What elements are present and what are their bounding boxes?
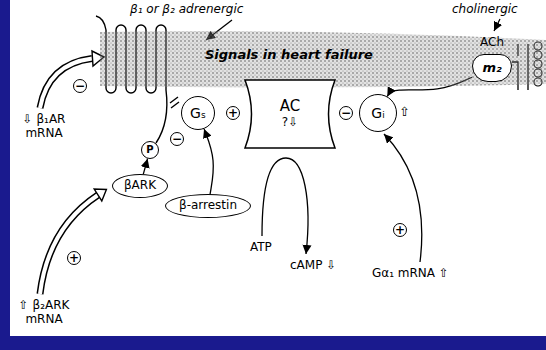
protein-name: βARK [124, 179, 156, 193]
g-protein-name: Gₛ [190, 105, 206, 121]
sign-symbol: + [393, 223, 407, 237]
enzyme-name: AC [280, 98, 300, 115]
open-arrow [40, 51, 104, 108]
sign-symbol: − [170, 132, 184, 146]
arrestin-ellipse: β-arrestin [165, 194, 251, 218]
mrna-label: ⇩ β₁AR mRNA [12, 112, 76, 141]
sign-symbol: + [226, 106, 240, 120]
membrane-band: Signals in heart failure m₂ [100, 28, 546, 88]
change-arrow: ⇧ [399, 104, 410, 120]
g-protein-circle: Gᵢ [359, 94, 397, 132]
receptor-name: m₂ [482, 61, 501, 76]
membrane-fill [100, 31, 546, 88]
sign-symbol: + [67, 251, 81, 265]
phosphate-name: P [146, 144, 153, 156]
protein-name: β-arrestin [179, 199, 237, 213]
enzyme-body [245, 80, 335, 148]
signal-arrow [143, 159, 147, 174]
product-label: cAMP ⇩ [290, 258, 336, 272]
open-arrow-head [94, 189, 106, 201]
g-protein-name: Gᵢ [371, 105, 384, 121]
reaction-arrow [262, 158, 308, 254]
receptor-label: cholinergic [452, 2, 518, 16]
receptor-label: β₁ or β₂ adrenergic [130, 2, 243, 16]
ligand-label: ACh [480, 35, 504, 49]
coupling-mark [170, 97, 179, 108]
open-arrow [40, 189, 106, 294]
open-arrow-core [40, 59, 92, 109]
substrate-label: ATP [250, 240, 272, 254]
receptor-box: m₂ [472, 54, 512, 82]
figure-ground [10, 0, 546, 336]
open-arrow-outline [40, 195, 98, 294]
open-arrow-outline [40, 59, 92, 109]
enzyme-name: ?⇩ [282, 116, 298, 130]
enzyme-shape: AC?⇩ [242, 78, 338, 150]
signal-arrow [204, 129, 213, 194]
regulation-arrow [384, 134, 422, 262]
membrane-title: Signals in heart failure [205, 48, 373, 63]
agonist-arrow [494, 19, 500, 31]
sign-symbol: − [73, 79, 87, 93]
sign-symbol: − [339, 106, 353, 120]
kinase-ellipse: βARK [112, 174, 168, 198]
mrna-label: ⇧ β₂ARK mRNA [12, 298, 76, 327]
phosphate-circle: P [141, 141, 159, 159]
open-arrow-core [40, 195, 98, 294]
g-protein-circle: Gₛ [181, 96, 215, 130]
mrna-label: Gα₁ mRNA ⇧ [372, 266, 449, 280]
